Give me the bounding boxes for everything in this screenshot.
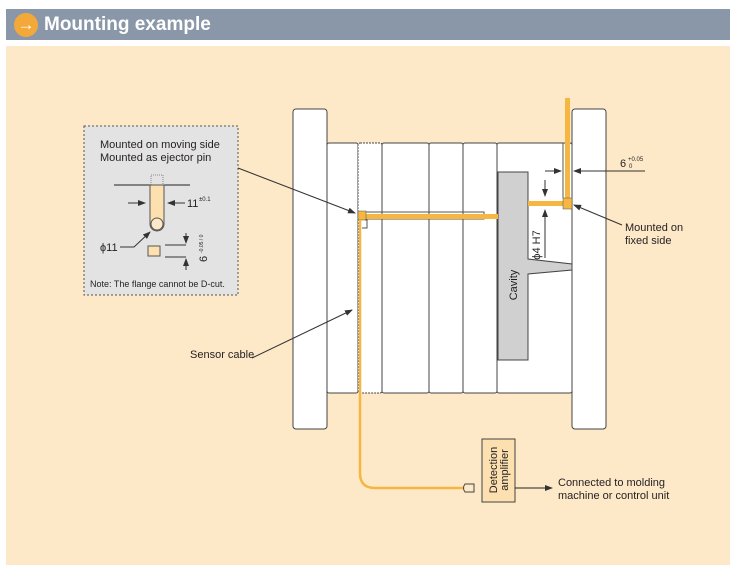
inset-line-2: Mounted as ejector pin (100, 152, 211, 164)
inset-line-1: Mounted on moving side (100, 139, 220, 151)
fixed-sensor-pin (528, 201, 565, 206)
detection-amplifier (481, 438, 516, 503)
fixed-side-label-2: fixed side (625, 235, 671, 247)
inset-width-tol: ±0.1 (199, 197, 211, 203)
sensor-head-fixed (562, 197, 573, 210)
moving-clamp-plate (292, 108, 328, 430)
fixed-side-label-1: Mounted on (625, 222, 683, 234)
mold-plate-2 (381, 142, 430, 394)
inset-note: Note: The flange cannot be D-cut. (90, 279, 225, 289)
sensor-cable (358, 220, 467, 490)
inset-flange (147, 245, 161, 257)
fixed-clamp-plate (571, 108, 607, 430)
amplifier-label-2: amplifier (499, 449, 511, 491)
cavity-label: Cavity (508, 269, 520, 300)
mold-plate-4 (462, 142, 498, 394)
inset-flange-tol: -0.05 / 0 (199, 234, 205, 253)
fixed-dimension-tol-upper: +0.05 (628, 157, 644, 163)
fixed-dimension-tol-lower: 0 (629, 164, 633, 170)
mold-plate-1 (326, 142, 359, 394)
inset-flange-dim: 6 (198, 256, 210, 262)
sensor-head-moving (357, 210, 367, 221)
section-header: → Mounting example (6, 9, 730, 40)
output-label-1: Connected to molding (558, 477, 665, 489)
output-label-2: machine or control unit (558, 490, 669, 502)
fixed-dimension: 6 (620, 158, 626, 170)
arrow-right-icon: → (14, 12, 38, 37)
sensor-cable-fixed (565, 98, 570, 201)
inset-width: 11 (187, 198, 198, 210)
mold-plate-3 (428, 142, 464, 394)
inset-diameter: ϕ11 (100, 242, 118, 254)
sensor-cable-label: Sensor cable (190, 349, 254, 361)
hole-dimension: ϕ4 H7 (531, 230, 543, 259)
ejector-pin-sensor (364, 214, 498, 219)
section-title: Mounting example (44, 13, 211, 35)
ejector-plate (357, 142, 383, 394)
amplifier-label-1: Detection (488, 447, 500, 493)
